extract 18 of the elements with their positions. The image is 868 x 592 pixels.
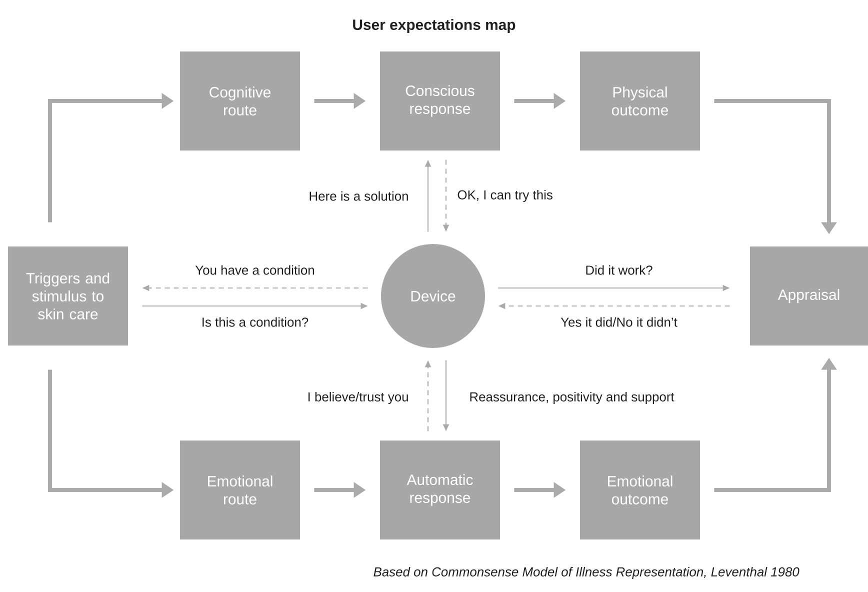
process-box: Triggers and stimulus to skin care xyxy=(8,246,128,346)
edge-label: OK, I can try this xyxy=(458,190,552,202)
edge-label: Yes it did/No it didn’t xyxy=(560,317,678,327)
caption: Based on Commonsense Model of Illness Representation, Leventhal 1980 xyxy=(374,566,800,580)
edge-label: I believe/trust you xyxy=(308,392,408,404)
process-box: Conscious response xyxy=(380,52,500,150)
edge-label: Did it work? xyxy=(586,265,652,275)
process-box: Emotional outcome xyxy=(580,440,700,540)
process-box: Emotional route xyxy=(180,440,300,540)
process-box: Physical outcome xyxy=(580,52,700,150)
edge-label: Here is a solution xyxy=(310,191,408,201)
edge-label: Is this a condition? xyxy=(202,317,308,327)
process-box: Appraisal xyxy=(750,246,868,346)
edge-label: Reassurance, positivity and support xyxy=(470,392,674,404)
process-box: Cognitive route xyxy=(180,52,300,150)
edge-label: You have a condition xyxy=(195,265,314,275)
process-box: Automatic response xyxy=(380,440,500,540)
title: User expectations map xyxy=(353,19,516,33)
